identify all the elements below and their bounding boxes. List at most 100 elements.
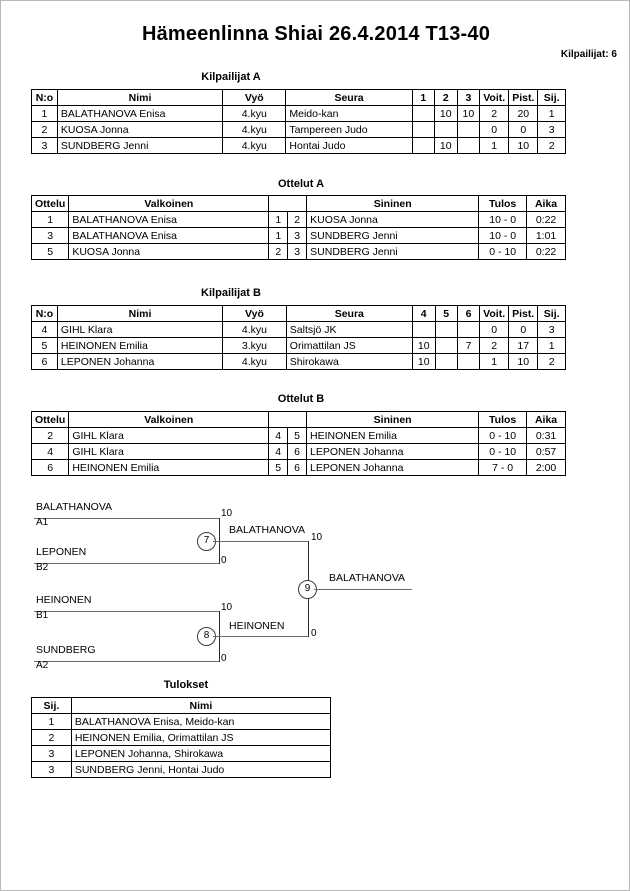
bracket-line-semi-2-out (213, 636, 308, 637)
cell-sij: 1 (31, 713, 72, 730)
table-row: 6 LEPONEN Johanna 4.kyu Shirokawa 10 1 1… (31, 353, 566, 370)
cell-sij: 3 (537, 121, 566, 138)
cell-seura: Tampereen Judo (285, 121, 413, 138)
cell-seura: Orimattilan JS (285, 337, 413, 354)
cell-aika: 0:31 (526, 427, 566, 444)
cell-m4: 10 (411, 337, 436, 354)
cell-no: 4 (31, 321, 58, 338)
col-sininen: Sininen (306, 195, 480, 212)
cell-nimi: LEPONEN Johanna, Shirokawa (70, 745, 332, 762)
cell-m3 (456, 121, 481, 138)
cell-ottelu: 1 (30, 211, 70, 228)
cell-aika: 1:01 (526, 227, 566, 244)
caption-pool-b: Kilpailijat B (201, 287, 261, 299)
cell-white-no: 2 (268, 243, 289, 260)
cell-nimi: KUOSA Jonna (56, 121, 224, 138)
cell-blue-no: 2 (287, 211, 308, 228)
cell-m4: 10 (411, 353, 436, 370)
bracket-entry-name: BALATHANOVA (36, 501, 113, 513)
cell-m1 (411, 137, 435, 154)
caption-matches-a: Ottelut A (277, 178, 325, 190)
bracket-entry-name: HEINONEN (36, 594, 92, 606)
cell-voit: 1 (479, 353, 510, 370)
cell-nimi: SUNDBERG Jenni, Hontai Judo (70, 761, 332, 778)
cell-valkoinen: KUOSA Jonna (68, 243, 270, 260)
table-header-row: N:o Nimi Vyö Seura 1 2 3 Voit. Pist. Sij… (31, 89, 566, 106)
cell-aika: 0:22 (526, 211, 566, 228)
table-row: 3 SUNDBERG Jenni 4.kyu Hontai Judo 10 1 … (31, 137, 566, 154)
cell-aika: 0:57 (526, 443, 566, 460)
cell-blue-no: 3 (287, 227, 308, 244)
cell-nimi: GIHL Klara (56, 321, 224, 338)
cell-sininen: LEPONEN Johanna (306, 443, 480, 460)
col-nimi: Nimi (56, 89, 224, 106)
col-ottelu: Ottelu (30, 195, 70, 212)
cell-tulos: 10 - 0 (478, 227, 528, 244)
cell-no: 3 (31, 137, 58, 154)
tournament-bracket: BALATHANOVA A1 10 LEPONEN B2 0 7 BALATHA… (1, 496, 630, 676)
cell-white-no: 4 (268, 443, 289, 460)
bracket-entry-name: SUNDBERG (36, 644, 96, 656)
cell-m3 (456, 137, 481, 154)
col-white-no (268, 195, 288, 212)
caption-matches-b: Ottelut B (277, 393, 325, 405)
bracket-line-semi-1-out (213, 541, 308, 542)
cell-ottelu: 2 (30, 427, 70, 444)
bracket-line-entry-2 (34, 563, 219, 564)
table-header-row: N:o Nimi Vyö Seura 4 5 6 Voit. Pist. Sij… (31, 305, 566, 322)
table-results: Sij. Nimi 1 BALATHANOVA Enisa, Meido-kan… (31, 697, 332, 778)
cell-voit: 0 (479, 321, 510, 338)
col-pist: Pist. (508, 89, 539, 106)
cell-m4 (411, 321, 436, 338)
col-tulos: Tulos (478, 411, 528, 428)
table-row: 2 KUOSA Jonna 4.kyu Tampereen Judo 0 0 3 (31, 121, 566, 138)
cell-m1 (411, 121, 435, 138)
table-row: 1 BALATHANOVA Enisa 4.kyu Meido-kan 10 1… (31, 105, 566, 122)
col-m3: 3 (456, 89, 481, 106)
table-row: 1 BALATHANOVA Enisa, Meido-kan (31, 713, 332, 730)
bracket-line-final-out (314, 589, 412, 590)
col-m6: 6 (456, 305, 481, 322)
bracket-line-entry-4 (34, 661, 219, 662)
cell-m2: 10 (433, 137, 458, 154)
col-sij: Sij. (537, 305, 566, 322)
cell-valkoinen: BALATHANOVA Enisa (68, 227, 270, 244)
cell-voit: 2 (479, 337, 510, 354)
cell-white-no: 1 (268, 211, 289, 228)
col-white-no (268, 411, 288, 428)
cell-white-no: 5 (268, 459, 289, 476)
bracket-line-entry-3 (34, 611, 219, 612)
bracket-entry-seed: B2 (36, 562, 49, 573)
cell-pist: 20 (508, 105, 539, 122)
cell-no: 2 (31, 121, 58, 138)
cell-blue-no: 5 (287, 427, 308, 444)
cell-blue-no: 3 (287, 243, 308, 260)
cell-ottelu: 3 (30, 227, 70, 244)
bracket-entry-score: 10 (221, 602, 233, 613)
cell-tulos: 0 - 10 (478, 443, 528, 460)
cell-pist: 0 (508, 321, 539, 338)
col-vyo: Vyö (222, 89, 287, 106)
cell-sij: 3 (31, 761, 72, 778)
cell-no: 6 (31, 353, 58, 370)
bracket-semifinal-score: 0 (311, 628, 317, 639)
cell-vyo: 3.kyu (222, 337, 287, 354)
caption-results: Tulokset (163, 679, 209, 691)
bracket-entry-seed: A1 (36, 517, 49, 528)
col-sij: Sij. (31, 697, 72, 714)
cell-voit: 2 (479, 105, 510, 122)
cell-nimi: HEINONEN Emilia, Orimattilan JS (70, 729, 332, 746)
col-vyo: Vyö (222, 305, 287, 322)
cell-tulos: 0 - 10 (478, 427, 528, 444)
table-header-row: Ottelu Valkoinen Sininen Tulos Aika (30, 411, 566, 428)
cell-sij: 2 (31, 729, 72, 746)
cell-vyo: 4.kyu (222, 105, 287, 122)
cell-tulos: 0 - 10 (478, 243, 528, 260)
cell-m2 (433, 121, 458, 138)
col-aika: Aika (526, 195, 566, 212)
bracket-entry-score: 10 (221, 508, 233, 519)
cell-vyo: 4.kyu (222, 353, 287, 370)
col-m1: 1 (411, 89, 435, 106)
table-row: 3 SUNDBERG Jenni, Hontai Judo (31, 761, 332, 778)
